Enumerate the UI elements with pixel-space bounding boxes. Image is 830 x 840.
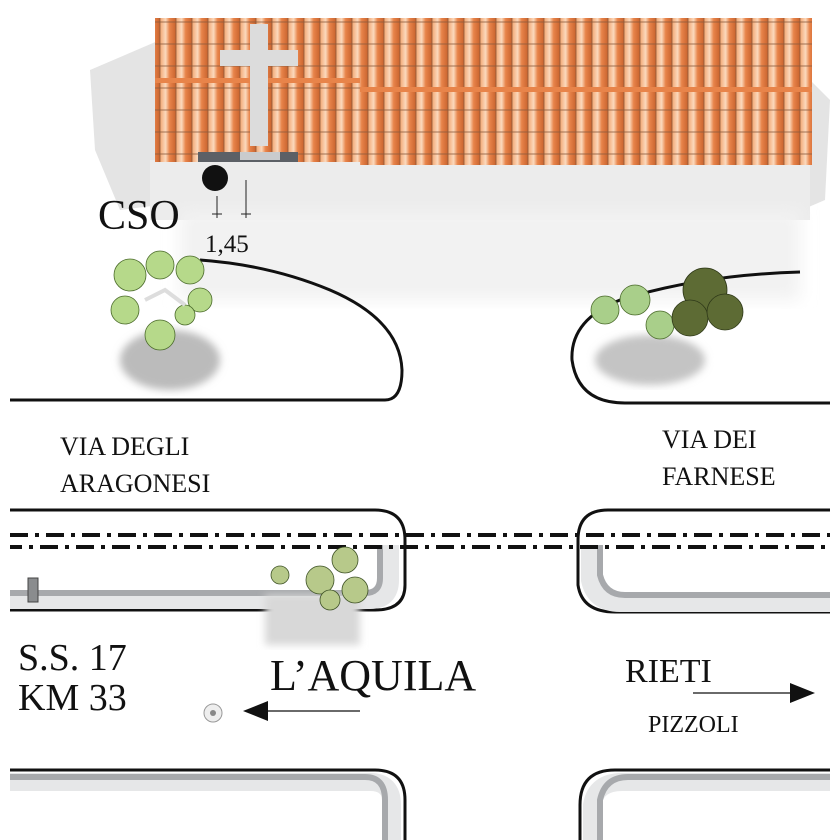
street-right-line1: VIA DEI [662,425,757,454]
distance-label: 1,45 [205,231,249,258]
dimension-marks [212,180,251,218]
tree-left-icon [110,250,220,390]
road-number: S.S. 17 [18,637,127,679]
tree-roadside-icon [265,546,369,645]
street-left-line2: ARAGONESI [60,469,210,498]
km-marker-post [27,577,39,603]
direction-right-label: RIETI [625,653,712,690]
target-marker-icon [203,703,223,723]
direction-right-sub-label: PIZZOLI [648,712,739,738]
arrow-right-icon [693,683,815,703]
tree-right-icon [590,267,744,385]
cross-icon [220,24,298,146]
road-km: KM 33 [18,677,127,719]
road-shoulders [10,545,830,840]
arrow-left-icon [243,701,360,721]
street-left-line1: VIA DEGLI [60,432,189,461]
cso-label: CSO [98,193,180,239]
cso-marker-icon [202,165,228,191]
street-right-line2: FARNESE [662,462,776,491]
direction-left-label: L’AQUILA [270,651,476,700]
ground-texture [90,40,830,300]
center-lines [10,533,830,549]
